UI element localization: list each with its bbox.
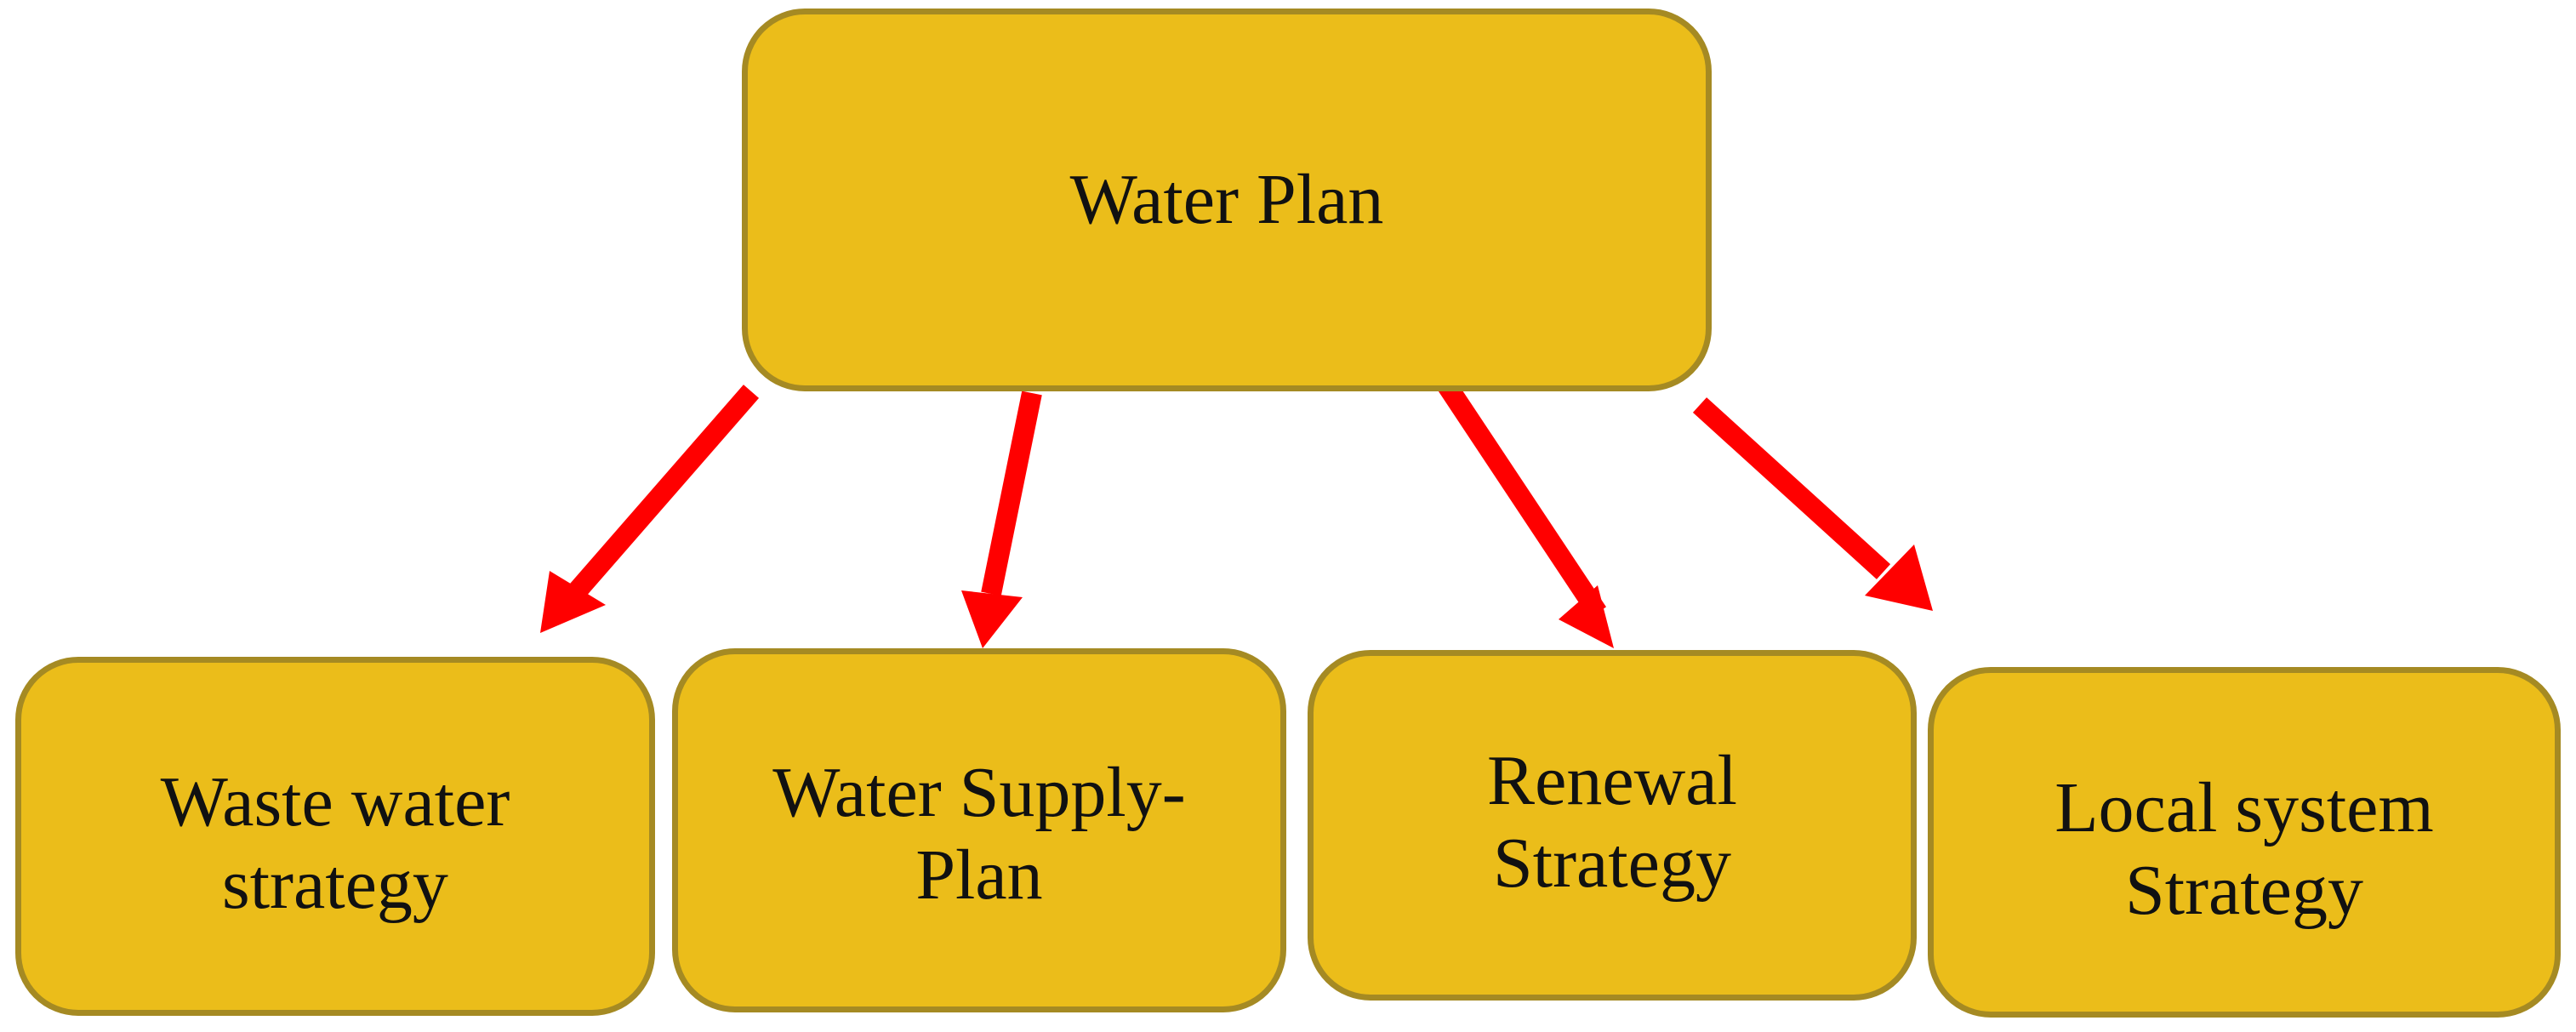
arrowhead-renewal [1559,585,1614,648]
water-supply-plan-label: Water Supply- Plan [772,752,1186,915]
water-plan-node: Water Plan [742,9,1712,391]
arrow-to-renewal [1438,379,1606,619]
arrowhead-water-supply [961,590,1023,648]
waste-water-strategy-node: Waste water strategy [15,657,655,1016]
local-system-strategy-label: Local system Strategy [2055,767,2434,930]
renewal-strategy-label: Renewal Strategy [1487,740,1737,903]
arrow-to-waste-water [563,385,760,604]
arrowhead-local-system [1865,545,1933,611]
waste-water-strategy-label: Waste water strategy [160,761,510,924]
arrow-to-water-supply [981,391,1042,596]
water-plan-label: Water Plan [1069,160,1384,240]
renewal-strategy-node: Renewal Strategy [1308,650,1917,1001]
local-system-strategy-node: Local system Strategy [1928,667,2561,1018]
water-supply-plan-node: Water Supply- Plan [672,648,1286,1012]
arrowhead-waste-water [540,571,606,633]
arrow-to-local-system [1692,397,1891,579]
